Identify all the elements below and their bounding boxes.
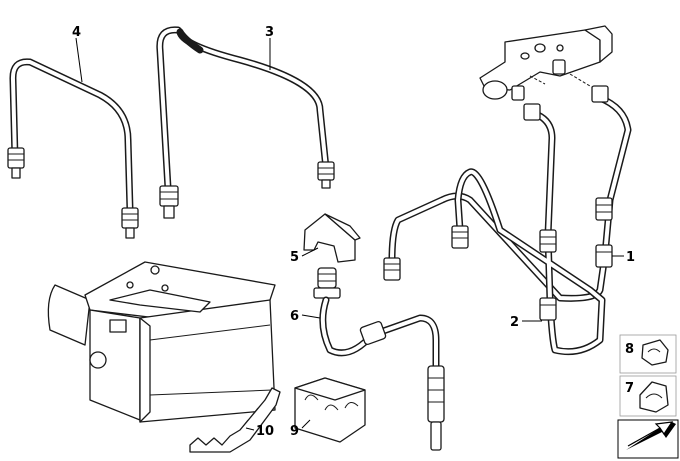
brake-line-part-2[interactable] — [451, 103, 606, 356]
leader-9 — [301, 419, 311, 429]
callout-2: 2 — [510, 315, 519, 330]
bracket-part-5[interactable] — [303, 213, 361, 263]
leader-4 — [75, 37, 83, 83]
callout-9: 9 — [290, 424, 299, 439]
clip-frame-8 — [619, 334, 677, 374]
leader-10 — [245, 427, 255, 431]
callout-5: 5 — [290, 250, 299, 265]
brake-pipe-part-4[interactable] — [7, 58, 139, 239]
callout-8: 8 — [625, 342, 634, 357]
brake-hose-part-6[interactable] — [313, 267, 445, 451]
callout-10: 10 — [256, 424, 274, 439]
clip-part-8[interactable] — [641, 339, 669, 366]
clip-frame-7 — [619, 375, 677, 417]
callout-3: 3 — [265, 25, 274, 40]
brake-line-part-1[interactable] — [383, 85, 632, 302]
master-cylinder-valve[interactable] — [479, 25, 613, 101]
abs-hydraulic-unit[interactable] — [47, 261, 276, 423]
callout-1: 1 — [626, 250, 635, 265]
callout-6: 6 — [290, 309, 299, 324]
callout-7: 7 — [625, 381, 634, 396]
leader-5 — [301, 247, 319, 257]
leader-6 — [301, 314, 321, 319]
arrow-icon — [617, 419, 679, 459]
clip-part-7[interactable] — [639, 381, 669, 413]
pipe-clip-part-9[interactable] — [294, 377, 366, 443]
brake-pipe-part-3[interactable] — [156, 26, 335, 219]
callout-4: 4 — [72, 25, 81, 40]
connector-part-10[interactable] — [189, 387, 281, 453]
